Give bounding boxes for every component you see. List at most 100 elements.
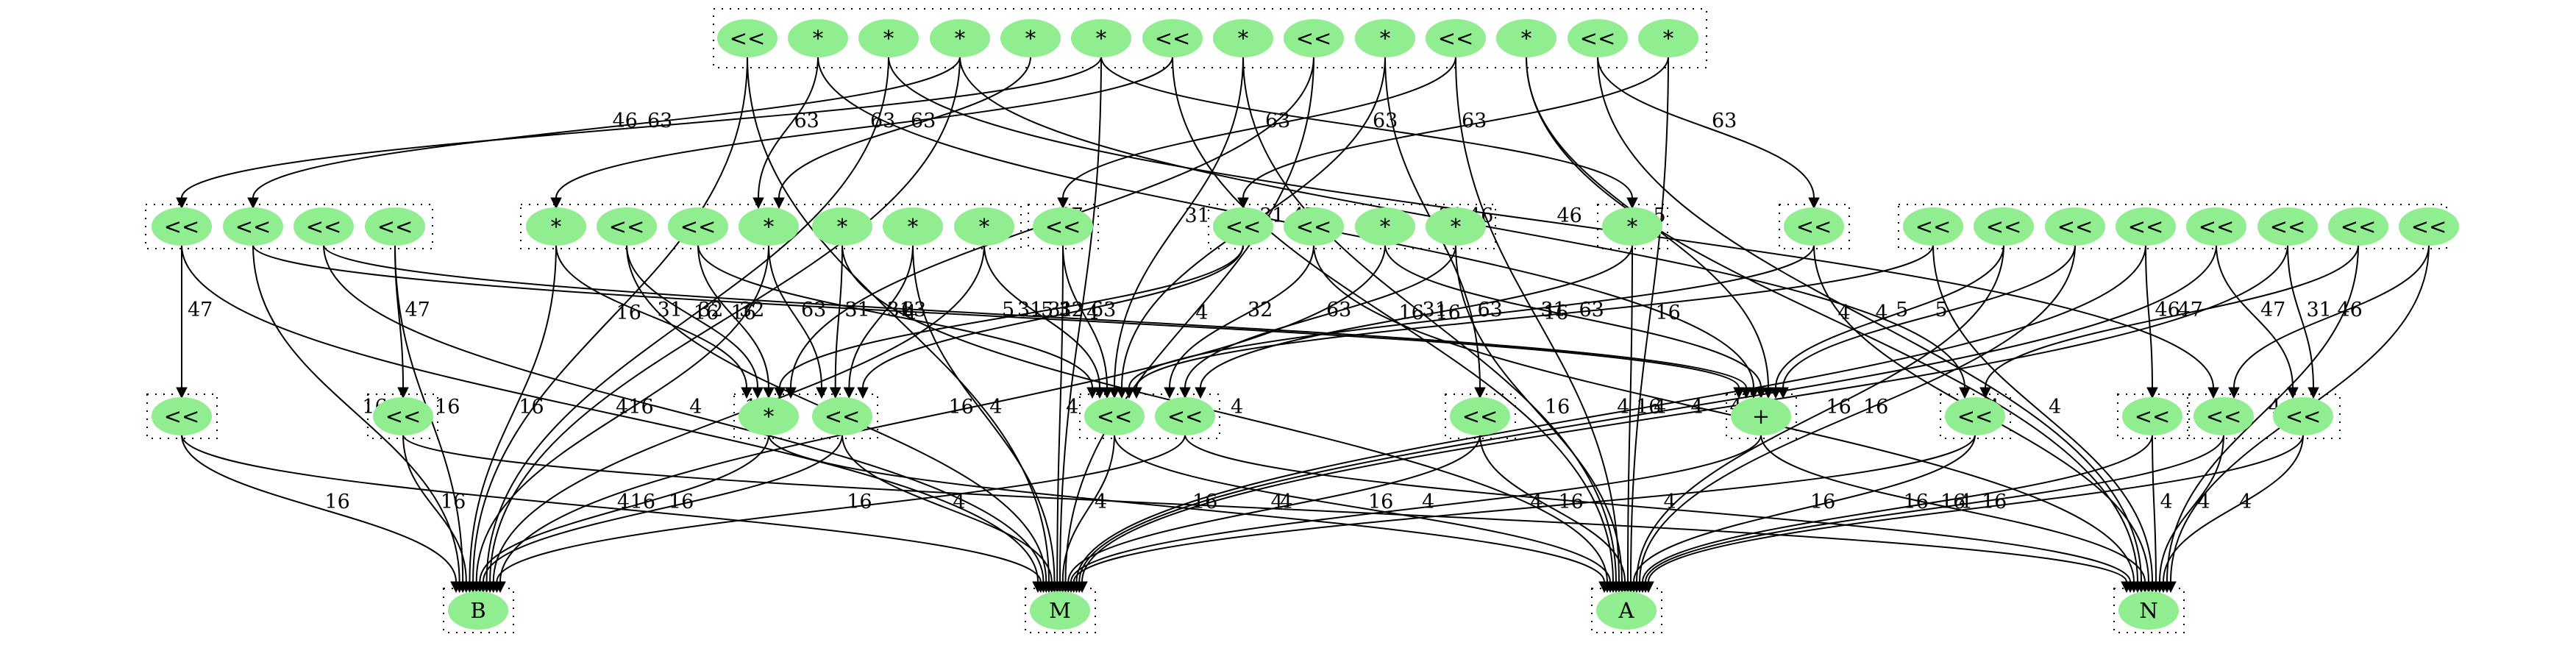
cluster-layer xyxy=(145,8,2447,633)
edge-arrowhead xyxy=(829,387,842,399)
node-shape xyxy=(597,207,657,246)
edge-t6-to-b1: 63 xyxy=(550,56,1173,210)
edge-b3-to-h3: 32 xyxy=(697,244,775,399)
cluster-row2-a xyxy=(145,204,433,249)
edge-label: 63 xyxy=(1091,299,1116,321)
node-shape xyxy=(739,397,799,435)
node-shape xyxy=(1426,207,1486,246)
node-g2: << xyxy=(1974,207,2034,246)
edge-arrowhead xyxy=(1628,581,1640,594)
node-shape xyxy=(1974,207,2034,246)
node-label: << xyxy=(377,214,413,239)
edge-label: 16 xyxy=(325,491,350,513)
edge-line xyxy=(492,244,985,583)
edge-line xyxy=(1985,244,2359,388)
edge-arrowhead xyxy=(2287,387,2299,399)
edge-arrowhead xyxy=(176,197,188,210)
cluster-row2-g-border xyxy=(1898,204,2447,249)
node-g1: << xyxy=(1903,207,1963,246)
edge-arrowhead xyxy=(247,197,259,210)
edge-t5-to-a1: 63 xyxy=(176,56,1102,210)
edge-line xyxy=(1067,434,1481,583)
node-shape xyxy=(1142,19,1203,57)
node-t7: * xyxy=(1213,19,1273,57)
node-a3: << xyxy=(293,207,354,246)
node-g5: << xyxy=(2186,207,2246,246)
node-t6: << xyxy=(1142,19,1203,57)
edge-label: 16 xyxy=(1656,302,1681,324)
edge-label: 4 xyxy=(1066,396,1078,419)
edge-line xyxy=(1136,244,1934,388)
edge-line xyxy=(697,244,769,388)
edge-h9-to-A: 16 xyxy=(1628,434,1976,594)
node-label: << xyxy=(1438,26,1474,51)
edge-line xyxy=(2216,244,2294,388)
node-h6: << xyxy=(1155,397,1215,435)
edge-label: 16 xyxy=(630,491,655,513)
edge-label: 4 xyxy=(1195,302,1208,324)
node-label: A xyxy=(1618,598,1635,623)
node-label: << xyxy=(2057,214,2093,239)
edge-line xyxy=(252,244,1740,388)
edge-arrowhead xyxy=(1626,197,1638,210)
node-b7: * xyxy=(954,207,1014,246)
node-shape xyxy=(1355,207,1415,246)
edge-line xyxy=(1114,434,1611,583)
node-B: B xyxy=(448,591,508,630)
edge-label: 63 xyxy=(801,299,826,321)
node-shape xyxy=(1596,591,1657,630)
edge-arrowhead xyxy=(1076,581,1088,594)
edge-b1-to-h3: 31 xyxy=(555,244,752,399)
edge-arrowhead xyxy=(1643,581,1654,594)
edge-label: 4 xyxy=(1654,396,1666,419)
edge-label: 47 xyxy=(405,299,430,321)
node-shape xyxy=(2399,207,2459,246)
edge-line xyxy=(1932,244,2153,583)
node-label: << xyxy=(2206,404,2242,429)
edge-line xyxy=(778,56,1031,199)
node-shape xyxy=(2328,207,2388,246)
node-label: * xyxy=(1380,26,1391,51)
edge-t1-to-b4: 63 xyxy=(752,56,819,210)
node-label: << xyxy=(2270,214,2306,239)
edge-h8-to-N: 4 xyxy=(1760,434,2151,594)
edge-arrowhead xyxy=(1474,387,1486,399)
node-shape xyxy=(1030,591,1090,630)
edge-label: 16 xyxy=(435,396,460,419)
node-label: << xyxy=(2135,404,2171,429)
node-shape xyxy=(1155,397,1215,435)
edge-arrowhead xyxy=(2228,387,2240,399)
edge-label: 32 xyxy=(1248,299,1273,321)
node-h4: << xyxy=(812,397,872,435)
edge-label: 16 xyxy=(847,491,872,513)
node-shape xyxy=(1638,19,1698,57)
edge-label: 4 xyxy=(1280,491,1292,513)
edge-line xyxy=(1630,56,1669,583)
edge-h1-to-B: 16 xyxy=(181,434,462,594)
node-c1: << xyxy=(1033,207,1093,246)
node-shape xyxy=(2273,397,2333,435)
edge-label: 31 xyxy=(1541,299,1566,321)
cluster-row3-d-border xyxy=(1079,394,1220,439)
node-shape xyxy=(812,397,872,435)
edge-arrowhead xyxy=(1094,387,1106,399)
edge-d1-to-h4: 32 xyxy=(857,244,1244,399)
node-h11: << xyxy=(2193,397,2254,435)
node-shape xyxy=(526,207,586,246)
edge-g6-to-h12: 31 xyxy=(2287,244,2332,399)
node-label: * xyxy=(764,214,775,239)
edge-line xyxy=(485,56,889,583)
edge-t2-to-h11: 46 xyxy=(888,56,2219,399)
edge-line xyxy=(323,244,1045,583)
edge-arrowhead xyxy=(460,581,472,594)
edge-e1-to-h6: 31 xyxy=(1195,244,1633,399)
edge-label: 4 xyxy=(1095,491,1107,513)
edge-label: 16 xyxy=(1192,491,1217,513)
node-label: << xyxy=(2128,214,2164,239)
edge-label: 4 xyxy=(989,396,1002,419)
edge-d1-to-h3: 31 xyxy=(774,244,1244,399)
edge-line xyxy=(1597,56,2142,583)
edge-label: 47 xyxy=(2260,299,2285,321)
edge-b6-to-M: 4 xyxy=(912,244,1061,594)
edge-arrowhead xyxy=(550,197,562,210)
